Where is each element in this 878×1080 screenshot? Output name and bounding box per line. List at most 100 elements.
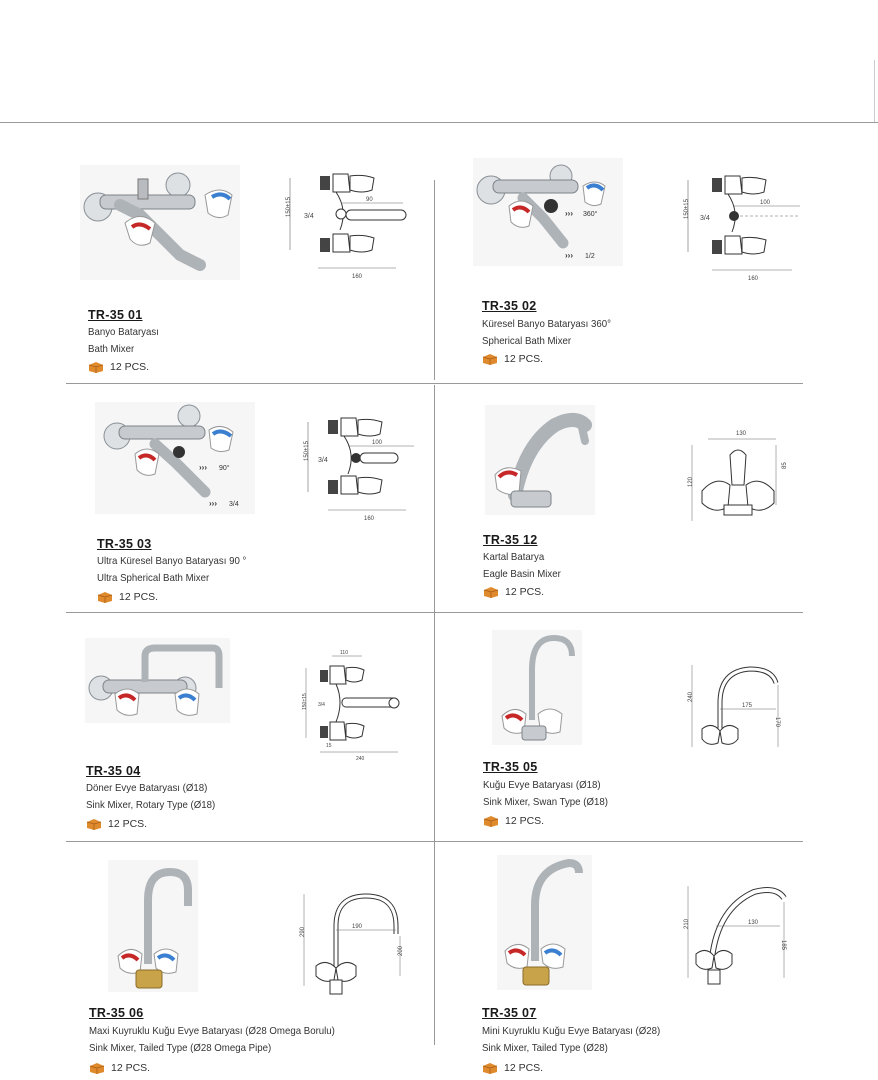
- svg-text:130: 130: [748, 920, 759, 926]
- package-qty-label: 12 PCS.: [504, 1062, 544, 1074]
- svg-text:150±15: 150±15: [684, 198, 690, 219]
- mini-tailed-sink-mixer-drawing: 210 130 185: [684, 886, 787, 985]
- box-icon: [86, 818, 102, 830]
- svg-text:130: 130: [736, 431, 747, 437]
- spherical-bath-mixer-drawing: 150±15 3/4 100 160: [684, 175, 800, 282]
- package-qty: 12 PCS.: [482, 1062, 543, 1074]
- box-icon: [483, 586, 499, 598]
- product-name-tr: Kartal Batarya: [483, 551, 545, 563]
- product-name-en: Bath Mixer: [88, 343, 135, 355]
- svg-text:170: 170: [774, 717, 780, 728]
- svg-text:›››: ›››: [199, 463, 207, 472]
- svg-text:210: 210: [684, 918, 690, 929]
- product-name-tr: Banyo Bataryası: [88, 326, 159, 338]
- product-name-en: Sink Mixer, Rotary Type (Ø18): [86, 799, 216, 811]
- package-qty-label: 12 PCS.: [505, 815, 545, 827]
- ultra-spherical-bath-mixer-photo: ››› 90° ››› 3/4: [95, 402, 255, 514]
- svg-text:240: 240: [356, 756, 365, 762]
- header-edge: [874, 60, 875, 122]
- maxi-tailed-sink-mixer-drawing: 290 190 200: [300, 893, 404, 995]
- header-divider: [0, 122, 878, 123]
- maxi-tailed-sink-mixer-photo: [108, 860, 198, 992]
- product-name-en: Ultra Spherical Bath Mixer: [97, 572, 210, 584]
- rotary-sink-mixer-drawing: 110 150±15 3/4 15 240: [302, 650, 400, 762]
- svg-text:150±15: 150±15: [302, 693, 308, 710]
- product-name-en: Sink Mixer, Tailed Type (Ø28 Omega Pipe): [89, 1042, 272, 1054]
- box-icon: [483, 815, 499, 827]
- package-qty: 12 PCS.: [482, 353, 543, 365]
- package-qty-label: 12 PCS.: [108, 818, 148, 830]
- svg-text:185: 185: [780, 940, 786, 951]
- svg-text:100: 100: [760, 200, 771, 206]
- row-divider: [66, 612, 803, 613]
- row-divider: [66, 383, 803, 384]
- product-name-tr: Küresel Banyo Bataryası 360°: [482, 318, 611, 330]
- product-name-en: Sink Mixer, Tailed Type (Ø28): [482, 1042, 608, 1054]
- product-name-tr: Kuğu Evye Bataryası (Ø18): [483, 779, 601, 791]
- svg-text:3/4: 3/4: [318, 702, 325, 708]
- product-code: TR-35 06: [89, 1006, 144, 1020]
- svg-text:1/2: 1/2: [585, 253, 595, 260]
- svg-text:160: 160: [364, 516, 375, 522]
- box-icon: [97, 591, 113, 603]
- package-qty-label: 12 PCS.: [110, 361, 150, 373]
- eagle-basin-mixer-drawing: 130 120 85: [688, 431, 788, 521]
- product-code: TR-35 04: [86, 764, 141, 778]
- package-qty-label: 12 PCS.: [119, 591, 159, 603]
- svg-text:›››: ›››: [565, 209, 573, 218]
- package-qty-label: 12 PCS.: [505, 586, 545, 598]
- svg-text:150±15: 150±15: [304, 440, 310, 461]
- product-code: TR-35 07: [482, 1006, 537, 1020]
- product-code: TR-35 03: [97, 537, 152, 551]
- svg-text:3/4: 3/4: [229, 501, 239, 508]
- svg-text:›››: ›››: [209, 499, 217, 508]
- eagle-basin-mixer-photo: [485, 405, 595, 515]
- column-divider: [434, 385, 435, 1045]
- svg-text:3/4: 3/4: [700, 215, 710, 222]
- svg-text:85: 85: [782, 462, 788, 469]
- svg-text:240: 240: [688, 691, 694, 702]
- package-qty: 12 PCS.: [97, 591, 158, 603]
- bath-mixer-drawing: 150±15 3/4 90 160: [286, 173, 407, 280]
- svg-text:175: 175: [742, 703, 753, 709]
- svg-text:90: 90: [366, 197, 373, 203]
- package-qty: 12 PCS.: [483, 586, 544, 598]
- svg-text:›››: ›››: [565, 251, 573, 260]
- svg-text:160: 160: [748, 276, 759, 282]
- svg-text:200: 200: [398, 945, 404, 956]
- product-code: TR-35 12: [483, 533, 538, 547]
- swan-sink-mixer-photo: [492, 630, 582, 745]
- mini-tailed-sink-mixer-photo: [497, 855, 592, 990]
- product-name-tr: Mini Kuyruklu Kuğu Evye Bataryası (Ø28): [482, 1025, 661, 1037]
- product-name-tr: Maxi Kuyruklu Kuğu Evye Bataryası (Ø28 O…: [89, 1025, 335, 1037]
- svg-text:150±15: 150±15: [286, 196, 292, 217]
- rotary-sink-mixer-photo: [85, 638, 230, 723]
- svg-text:360°: 360°: [583, 210, 598, 218]
- package-qty: 12 PCS.: [89, 1062, 150, 1074]
- svg-text:290: 290: [300, 926, 306, 937]
- product-name-en: Sink Mixer, Swan Type (Ø18): [483, 796, 608, 808]
- package-qty-label: 12 PCS.: [111, 1062, 151, 1074]
- svg-text:90°: 90°: [219, 464, 230, 472]
- svg-text:160: 160: [352, 274, 363, 280]
- svg-text:3/4: 3/4: [318, 457, 328, 464]
- svg-text:110: 110: [340, 650, 348, 656]
- column-divider: [434, 180, 435, 380]
- spherical-bath-mixer-photo: ››› 360° ››› 1/2: [473, 158, 623, 266]
- svg-text:3/4: 3/4: [304, 213, 314, 220]
- svg-text:120: 120: [688, 476, 694, 487]
- product-name-tr: Döner Evye Bataryası (Ø18): [86, 782, 208, 794]
- box-icon: [482, 353, 498, 365]
- box-icon: [88, 361, 104, 373]
- product-code: TR-35 01: [88, 308, 143, 322]
- package-qty-label: 12 PCS.: [504, 353, 544, 365]
- svg-text:100: 100: [372, 440, 383, 446]
- svg-text:190: 190: [352, 924, 363, 930]
- product-name-en: Spherical Bath Mixer: [482, 335, 572, 347]
- ultra-spherical-bath-mixer-drawing: 150±15 3/4 100 160: [304, 417, 414, 522]
- package-qty: 12 PCS.: [483, 815, 544, 827]
- swan-sink-mixer-drawing: 240 175 170: [688, 665, 780, 747]
- product-code: TR-35 05: [483, 760, 538, 774]
- product-code: TR-35 02: [482, 299, 537, 313]
- box-icon: [482, 1062, 498, 1074]
